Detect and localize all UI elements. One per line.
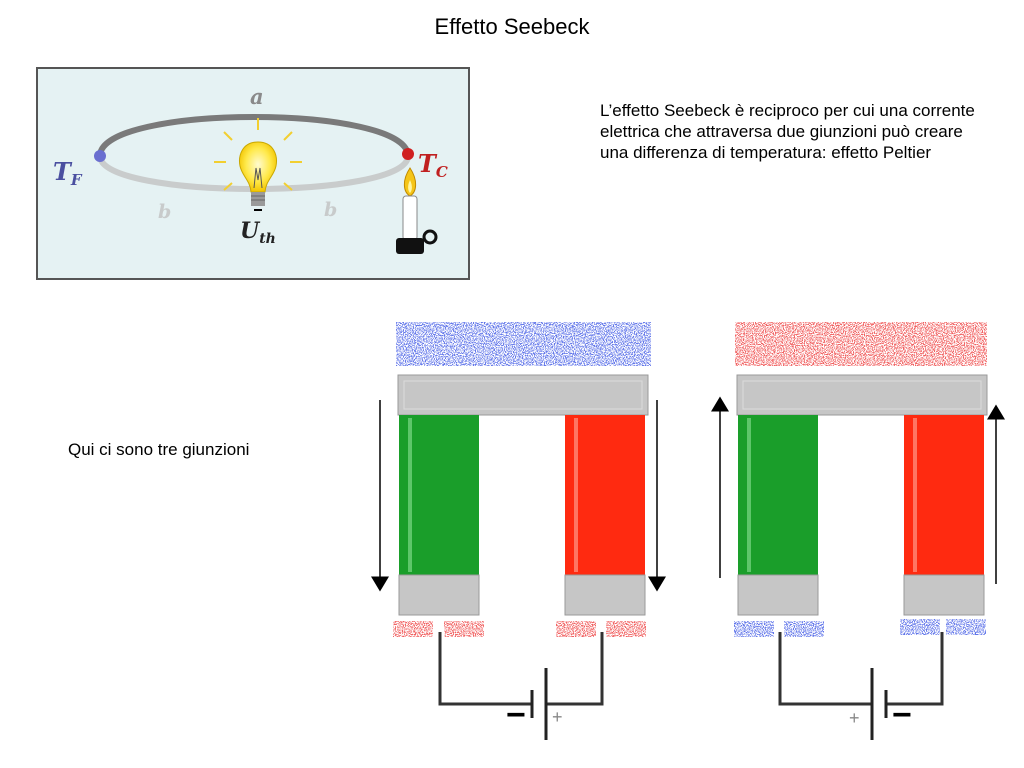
junction-note: Qui ci sono tre giunzioni — [68, 440, 250, 459]
p-leg-red — [565, 415, 645, 575]
hot-zone-bl — [393, 621, 433, 637]
top-conductor — [736, 374, 988, 416]
cold-temp-label: TF — [53, 157, 83, 189]
circuit-wire-left — [438, 632, 604, 706]
bottom-conductor-left — [398, 574, 480, 616]
top-conductor — [397, 374, 649, 416]
peltier-device-right: + − — [711, 322, 1005, 740]
candle-icon — [396, 167, 438, 254]
hot-zone-bl2 — [444, 621, 484, 637]
battery-minus-sign: − — [506, 696, 526, 734]
cold-zone-br2 — [946, 619, 986, 635]
cold-zone-bl — [734, 621, 774, 637]
peltier-description: L’effetto Seebeck è reciproco per cui un… — [600, 101, 975, 162]
slide-title: Effetto Seebeck — [434, 14, 590, 39]
cold-junction — [94, 150, 106, 162]
n-leg-green — [738, 415, 818, 575]
peltier-device-left: − + — [371, 322, 666, 740]
wire-b-right-label: b — [324, 199, 337, 221]
voltage-label: Uth — [240, 218, 276, 247]
cold-zone-bl2 — [784, 621, 824, 637]
bottom-conductor-right — [564, 574, 646, 616]
p-leg-red — [904, 415, 984, 575]
light-bulb-icon — [214, 118, 302, 211]
wire-b-left-label: b — [158, 201, 171, 223]
thermocouple-illustration: a b b TF TC Uth — [36, 67, 470, 280]
bottom-conductor-left — [737, 574, 819, 616]
battery-minus-sign: − — [892, 696, 912, 734]
cold-zone-br — [900, 619, 940, 635]
battery-plus-sign: + — [552, 707, 563, 727]
n-leg-green — [399, 415, 479, 575]
hot-junction — [402, 148, 414, 160]
hot-temp-label: TC — [418, 149, 448, 181]
circuit-wire-right — [778, 632, 944, 706]
hot-zone-br2 — [606, 621, 646, 637]
cold-zone-top — [396, 322, 651, 366]
battery-plus-sign: + — [849, 708, 860, 728]
hot-zone-br — [556, 621, 596, 637]
bottom-conductor-right — [903, 574, 985, 616]
hot-zone-top — [735, 322, 987, 366]
wire-a — [97, 114, 411, 157]
wire-a-label: a — [250, 84, 264, 109]
